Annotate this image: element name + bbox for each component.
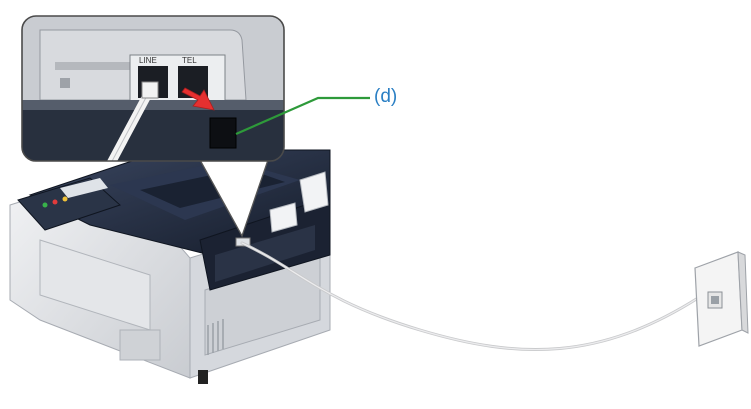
side-vent xyxy=(207,319,224,355)
callout-leader xyxy=(235,96,370,136)
removal-arrow xyxy=(181,87,215,111)
wall-jack xyxy=(694,251,749,347)
callout-label-d: (d) xyxy=(374,86,398,107)
printer xyxy=(9,149,331,384)
plug-d xyxy=(209,117,237,149)
line-port-label: LINE xyxy=(139,56,157,65)
inset-magnifier: LINE TEL xyxy=(21,15,285,238)
tel-port-label: TEL xyxy=(182,56,197,65)
